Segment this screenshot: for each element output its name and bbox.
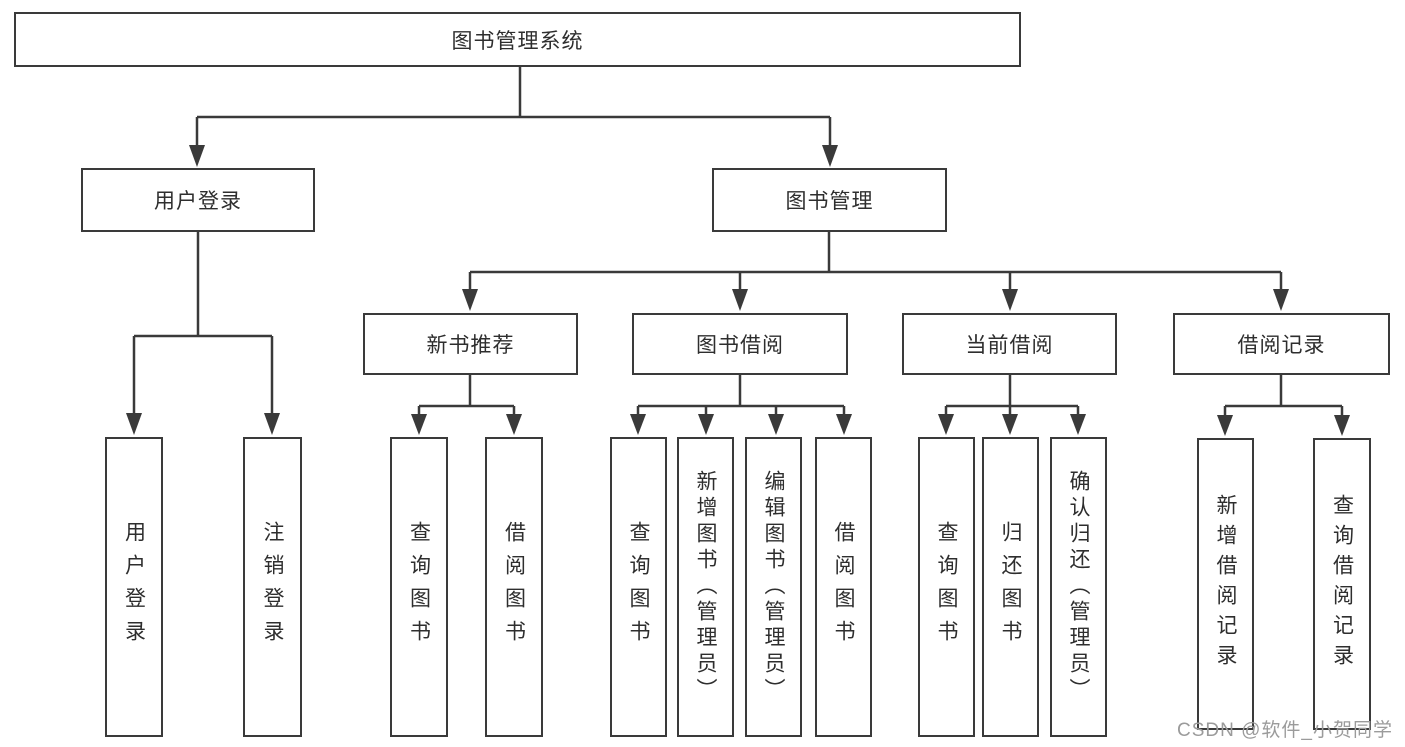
connector-strokes bbox=[132, 67, 1344, 418]
leaf-edit-books-admin: 编辑图书（管理员） bbox=[745, 437, 802, 737]
leaf-confirm-return-admin: 确认归还（管理员） bbox=[1050, 437, 1107, 737]
node-book-management: 图书管理 bbox=[712, 168, 947, 232]
leaf-add-books-admin: 新增图书（管理员） bbox=[677, 437, 734, 737]
leaf-borrow-books: 借阅图书 bbox=[815, 437, 872, 737]
leaf-query-borrow-record: 查询借阅记录 bbox=[1313, 438, 1371, 730]
leaf-current-query-books: 查询图书 bbox=[918, 437, 975, 737]
leaf-newbook-query-books: 查询图书 bbox=[390, 437, 448, 737]
leaf-newbook-borrow-books: 借阅图书 bbox=[485, 437, 543, 737]
leaf-logout: 注销登录 bbox=[243, 437, 302, 737]
leaf-borrow-query-books: 查询图书 bbox=[610, 437, 667, 737]
node-new-book-recommend: 新书推荐 bbox=[363, 313, 578, 375]
leaf-return-books: 归还图书 bbox=[982, 437, 1039, 737]
leaf-add-borrow-record: 新增借阅记录 bbox=[1197, 438, 1254, 730]
node-book-borrowing: 图书借阅 bbox=[632, 313, 848, 375]
leaf-user-login: 用户登录 bbox=[105, 437, 163, 737]
csdn-watermark: CSDN @软件_小贺同学 bbox=[1177, 720, 1393, 741]
node-current-borrowing: 当前借阅 bbox=[902, 313, 1117, 375]
node-borrowing-records: 借阅记录 bbox=[1173, 313, 1390, 375]
node-user-login: 用户登录 bbox=[81, 168, 315, 232]
node-root: 图书管理系统 bbox=[14, 12, 1021, 67]
arrowheads bbox=[126, 145, 1350, 436]
